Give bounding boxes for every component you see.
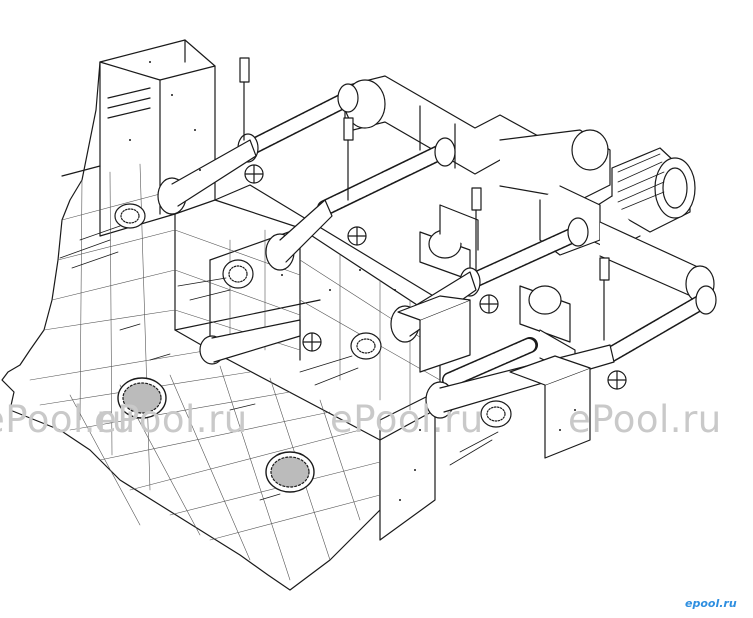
skimmer-boxes (397, 295, 591, 459)
air-vent-pipes (239, 57, 610, 341)
watermark-3: ePool.ru (330, 398, 484, 441)
watermark-1: ePool.ru (0, 398, 136, 441)
flexible-hoses (242, 92, 713, 388)
concrete-texture (129, 61, 576, 501)
flow-arrows (59, 225, 499, 501)
wall-inlet-nozzles (114, 203, 512, 428)
floor-drain-left (117, 377, 167, 419)
watermark-2: ePool.ru (94, 398, 248, 441)
valve-handwheels (244, 164, 627, 390)
watermark-4: ePool.ru (568, 398, 722, 441)
pool-wall-structure (1, 39, 441, 591)
tile-grid (29, 163, 441, 581)
brand-logo[interactable]: epool.ru (685, 597, 737, 610)
floor-drain-right (265, 451, 315, 493)
pump-motor (589, 147, 696, 251)
